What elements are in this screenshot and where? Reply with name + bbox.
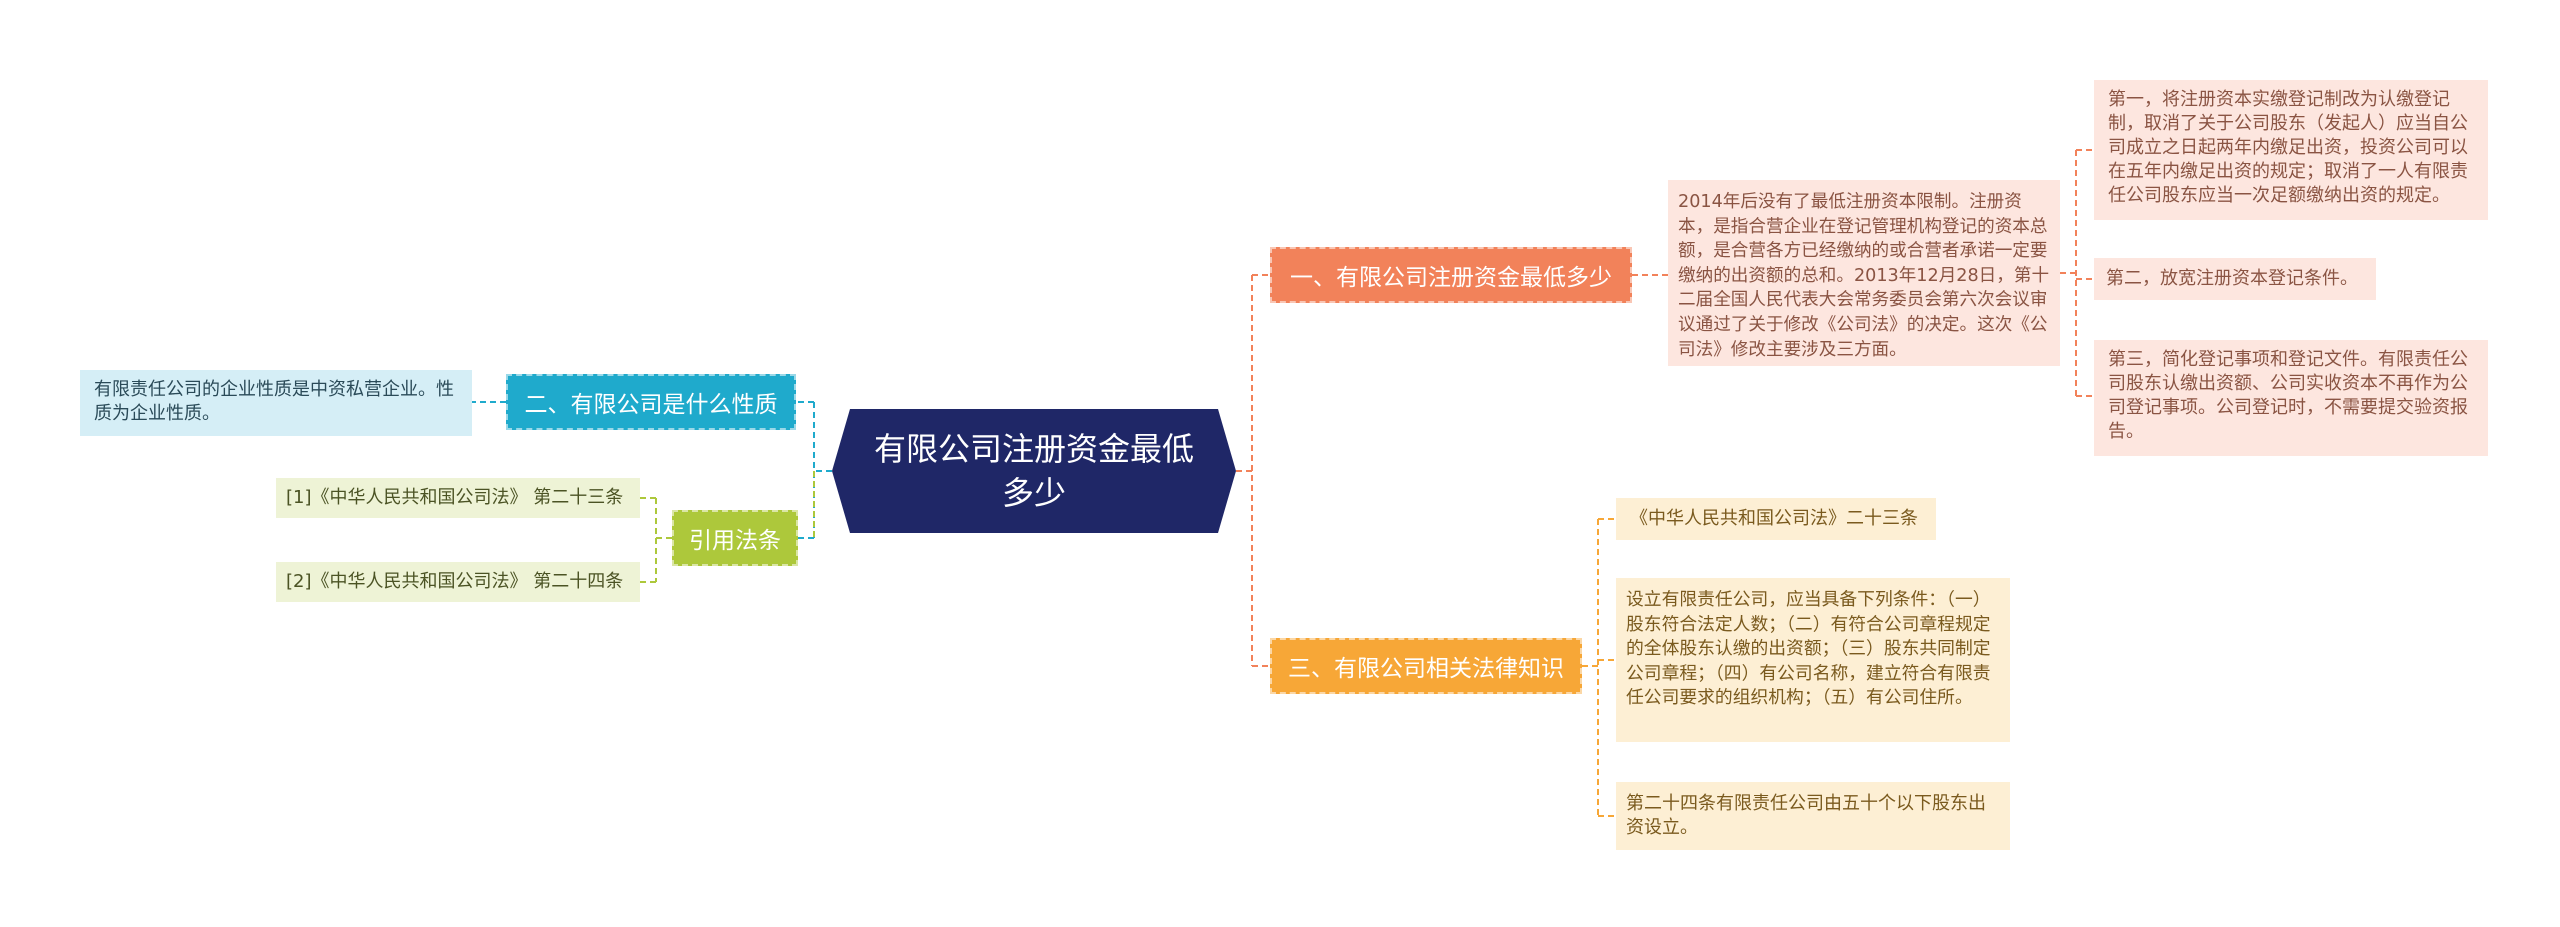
leaf-second-change[interactable]: 第二，放宽注册资本登记条件。 xyxy=(2094,258,2376,300)
leaf-law-article-24[interactable]: 第二十四条有限责任公司由五十个以下股东出资设立。 xyxy=(1616,782,2010,850)
leaf-reference-1[interactable]: [1]《中华人民共和国公司法》 第二十三条 xyxy=(276,478,640,518)
leaf-reference-2[interactable]: [2]《中华人民共和国公司法》 第二十四条 xyxy=(276,562,640,602)
central-shape xyxy=(832,409,1236,533)
leaf-first-change[interactable]: 第一，将注册资本实缴登记制改为认缴登记制，取消了关于公司股东（发起人）应当自公司… xyxy=(2094,80,2488,220)
branch-company-nature-label: 二、有限公司是什么性质 xyxy=(524,392,778,418)
branch-cited-laws[interactable]: 引用法条 xyxy=(672,510,798,566)
central-topic[interactable]: 有限公司注册资金最低多少 xyxy=(832,409,1236,533)
leaf-law-conditions[interactable]: 设立有限责任公司，应当具备下列条件：（一）股东符合法定人数；（二）有符合公司章程… xyxy=(1616,578,2010,742)
leaf-capital-summary[interactable]: 2014年后没有了最低注册资本限制。注册资本，是指合营企业在登记管理机构登记的资… xyxy=(1668,180,2060,366)
branch-related-law-label: 三、有限公司相关法律知识 xyxy=(1288,656,1564,682)
central-topic-label: 有限公司注册资金最低多少 xyxy=(873,430,1194,512)
leaf-law-title[interactable]: 《中华人民共和国公司法》二十三条 xyxy=(1616,498,1936,540)
branch-company-nature[interactable]: 二、有限公司是什么性质 xyxy=(506,374,796,430)
branch-minimum-capital[interactable]: 一、有限公司注册资金最低多少 xyxy=(1270,247,1632,303)
branch-minimum-capital-label: 一、有限公司注册资金最低多少 xyxy=(1290,265,1612,291)
leaf-company-nature[interactable]: 有限责任公司的企业性质是中资私营企业。性质为企业性质。 xyxy=(80,370,472,436)
branch-cited-laws-label: 引用法条 xyxy=(689,528,781,554)
branch-related-law[interactable]: 三、有限公司相关法律知识 xyxy=(1270,638,1582,694)
leaf-third-change[interactable]: 第三，简化登记事项和登记文件。有限责任公司股东认缴出资额、公司实收资本不再作为公… xyxy=(2094,340,2488,456)
